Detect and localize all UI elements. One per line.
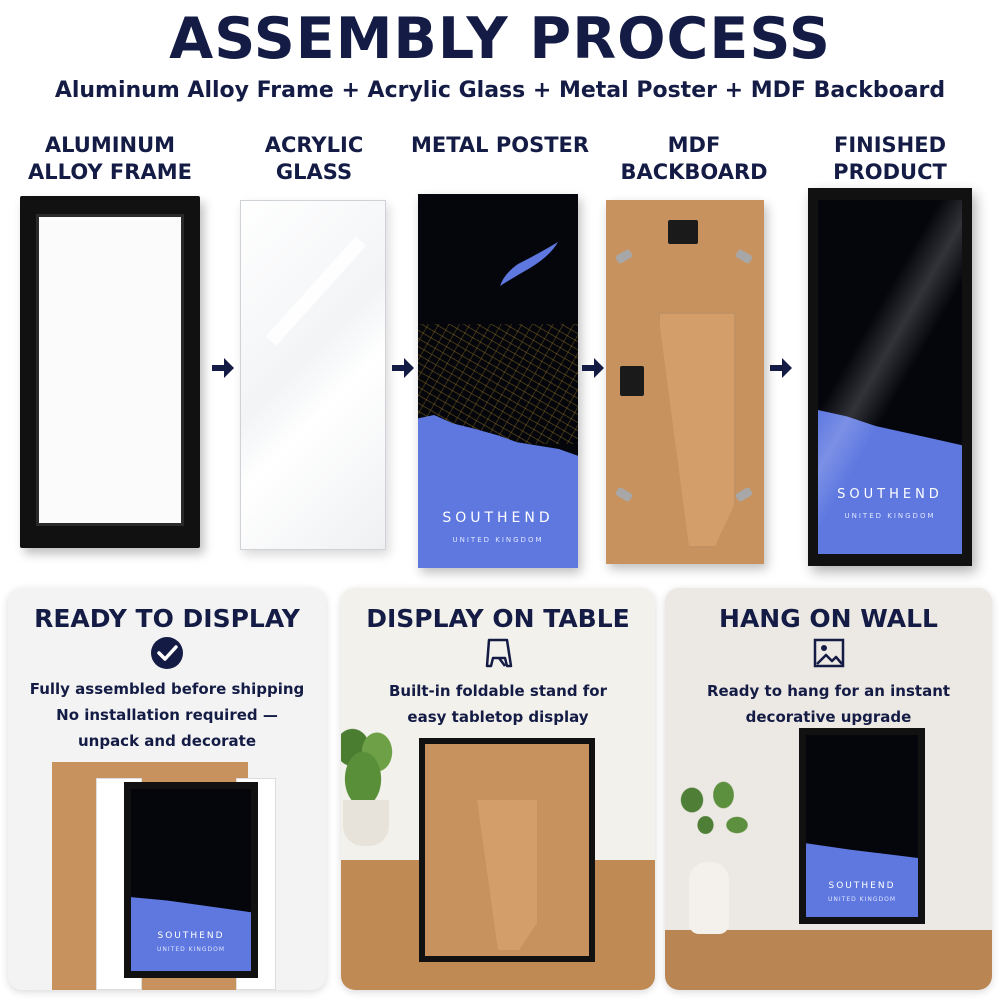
step-label-finished: FINISHED PRODUCT — [833, 133, 947, 184]
card-ready-to-display: READY TO DISPLAY Fully assembled before … — [8, 588, 326, 990]
vase-image — [689, 862, 729, 934]
step-label-glass: ACRYLIC GLASS — [264, 133, 364, 184]
page-title: ASSEMBLY PROCESS — [169, 6, 831, 72]
boxed-city-name: SOUTHEND — [157, 931, 225, 941]
card-title: DISPLAY ON TABLE — [366, 604, 630, 633]
plant-image — [341, 716, 405, 806]
step-label-backboard: MDF BACKBOARD — [620, 133, 768, 184]
wall-country-name: UNITED KINGDOM — [828, 896, 896, 903]
card-line: unpack and decorate — [77, 732, 257, 750]
card-title: READY TO DISPLAY — [34, 604, 300, 633]
card-line: Fully assembled before shipping — [29, 680, 305, 698]
step-label-frame: ALUMINUM ALLOY FRAME — [28, 133, 192, 184]
poster-city-name: SOUTHEND — [442, 510, 554, 526]
arrow-right-icon — [582, 358, 604, 378]
easel-stand-icon — [485, 638, 513, 668]
tabletop-frame-back-image — [419, 738, 595, 962]
metal-poster-image: SOUTHEND UNITED KINGDOM — [418, 194, 578, 568]
finished-product-image: SOUTHEND UNITED KINGDOM — [808, 188, 972, 566]
acrylic-glass-image — [240, 200, 386, 550]
arrow-right-icon — [770, 358, 792, 378]
card-line: easy tabletop display — [407, 708, 589, 726]
arrow-right-icon — [392, 358, 414, 378]
card-line: Built-in foldable stand for — [388, 682, 608, 700]
aluminum-frame-image — [20, 196, 200, 548]
arrow-right-icon — [212, 358, 234, 378]
boxed-country-name: UNITED KINGDOM — [157, 946, 225, 953]
step-label-poster: METAL POSTER — [410, 133, 590, 157]
card-hang-on-wall: HANG ON WALL Ready to hang for an instan… — [665, 588, 992, 990]
checkmark-circle-icon — [151, 637, 183, 669]
finished-city-name: SOUTHEND — [837, 487, 943, 502]
page-subtitle: Aluminum Alloy Frame + Acrylic Glass + M… — [54, 78, 946, 103]
wall-city-name: SOUTHEND — [828, 881, 896, 891]
wall-frame-image: SOUTHEND UNITED KINGDOM — [799, 728, 925, 924]
boxed-frame-image: SOUTHEND UNITED KINGDOM — [124, 782, 258, 978]
card-display-on-table: DISPLAY ON TABLE Built-in foldable stand… — [341, 588, 655, 990]
plant-branch-image — [665, 770, 755, 870]
card-title: HANG ON WALL — [719, 604, 938, 633]
plant-pot-image — [343, 800, 389, 846]
card-line: No installation required — — [56, 706, 278, 724]
finished-country-name: UNITED KINGDOM — [844, 512, 936, 520]
sideboard-image — [665, 930, 992, 990]
picture-frame-icon — [813, 638, 844, 668]
card-line: decorative upgrade — [745, 708, 912, 726]
mdf-backboard-image — [606, 200, 764, 564]
card-line: Ready to hang for an instant — [706, 682, 951, 700]
poster-country-name: UNITED KINGDOM — [452, 536, 544, 544]
